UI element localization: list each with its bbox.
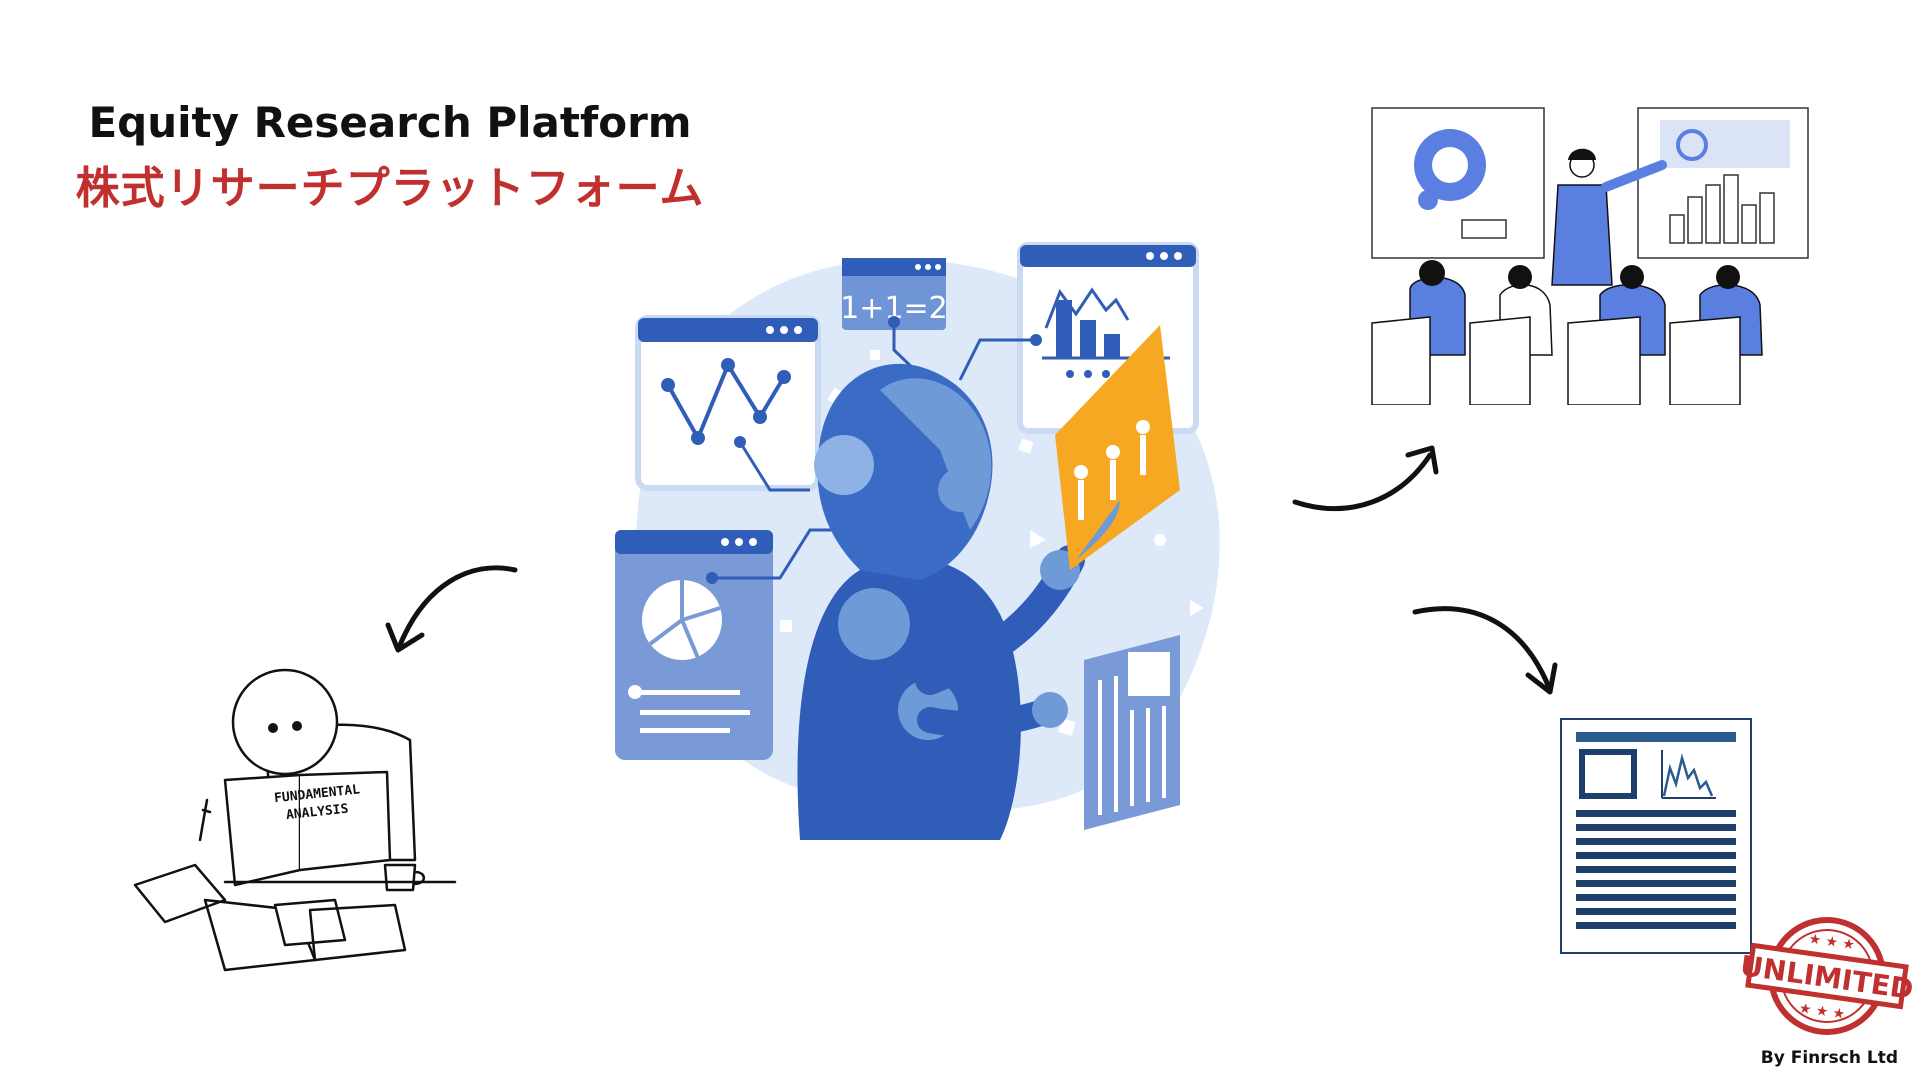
fundamental-analysis-sketch: [133, 668, 457, 972]
research-report-document: [1560, 718, 1752, 954]
ai-analyst-illustration: 1+1=2: [615, 242, 1220, 840]
arrow-to-report: [1412, 606, 1558, 695]
page-title-japanese: 株式リサーチプラットフォーム: [75, 163, 705, 214]
arrow-to-sketch: [385, 565, 518, 653]
formula-card: [842, 258, 946, 330]
sketch-book-right-page: [298, 770, 392, 872]
presentation-scene: [1371, 107, 1809, 405]
svg-text:★ ★ ★: ★ ★ ★: [1808, 931, 1856, 953]
credit-text: By Finrsch Ltd: [1760, 1048, 1898, 1068]
pie-chart-window: [615, 530, 773, 760]
arrow-to-presentation: [1292, 445, 1439, 512]
document-card: [1084, 635, 1180, 830]
robot-figure: [797, 363, 1085, 840]
unlimited-stamp: UNLIMITED ★ ★ ★ ★ ★ ★: [1738, 917, 1915, 1035]
svg-text:★ ★ ★: ★ ★ ★: [1798, 1000, 1846, 1022]
line-chart-window: [635, 315, 821, 491]
orange-tablet: [1055, 325, 1180, 570]
sketch-head: [231, 668, 339, 776]
page-title-english: Equity Research Platform: [88, 98, 692, 147]
